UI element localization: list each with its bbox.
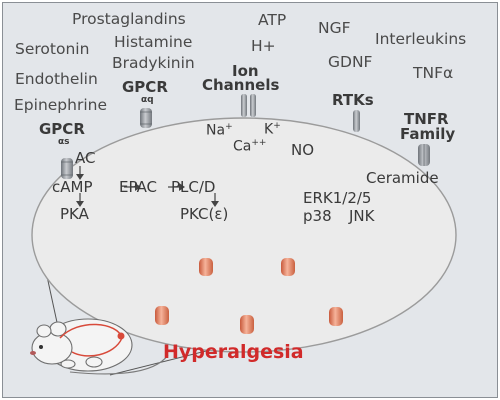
ngf-label: NGF xyxy=(318,19,351,37)
tnfr-label-line1: TNFR xyxy=(404,110,449,128)
ac-label: AC xyxy=(75,149,96,167)
ion-channels-label-line1: Ion xyxy=(232,62,259,80)
channel-mid-left xyxy=(199,258,213,276)
erk-label: ERK1/2/5 xyxy=(303,189,372,207)
channel-mid-right xyxy=(281,258,295,276)
pka-label: PKA xyxy=(60,205,89,223)
ceramide-label: Ceramide xyxy=(366,169,439,187)
p38-label: p38 xyxy=(303,207,332,225)
gdnf-label: GDNF xyxy=(328,53,373,71)
bradykinin-label: Bradykinin xyxy=(112,54,195,72)
ion-channel-receptor xyxy=(241,94,256,117)
nitric-oxide-label: NO xyxy=(291,141,315,159)
serotonin-label: Serotonin xyxy=(15,40,90,58)
plc-d-label: PLC/D xyxy=(171,178,216,196)
h-plus-label: H+ xyxy=(251,37,276,55)
sodium-ion-label: Na+ xyxy=(206,122,233,139)
tnfr-label-line2: Family xyxy=(400,125,456,143)
pkc-label: PKC(ε) xyxy=(180,205,229,223)
pathway-arrows xyxy=(76,166,219,207)
channel-bottom-left xyxy=(155,306,169,325)
tnfr-receptor xyxy=(418,144,430,166)
epac-label: EPAC xyxy=(119,178,158,196)
histamine-label: Histamine xyxy=(114,33,193,51)
gpcr-q-receptor xyxy=(140,108,152,128)
rtk-receptor xyxy=(353,110,360,132)
jnk-label: JNK xyxy=(349,207,375,225)
nerve-terminal xyxy=(117,332,125,340)
gpcr-s-subunit-label: αs xyxy=(58,137,70,147)
channel-bottom-mid xyxy=(240,315,254,334)
ion-channels-label-line2: Channels xyxy=(202,76,280,94)
cell-membrane xyxy=(31,117,457,353)
camp-label: cAMP xyxy=(52,178,93,196)
epinephrine-label: Epinephrine xyxy=(14,96,107,114)
interleukins-label: Interleukins xyxy=(375,30,467,48)
gpcr-q-subunit-label: αq xyxy=(141,95,154,105)
gpcr-q-label: GPCR xyxy=(122,78,168,96)
potassium-ion-label: K+ xyxy=(264,121,281,138)
calcium-ion-label: Ca++ xyxy=(233,138,267,155)
gpcr-s-label: GPCR xyxy=(39,120,85,138)
endothelin-label: Endothelin xyxy=(15,70,98,88)
channel-bottom-right xyxy=(329,307,343,326)
tnf-alpha-label: TNFα xyxy=(413,64,454,82)
atp-label: ATP xyxy=(258,11,287,29)
rtks-label: RTKs xyxy=(332,91,374,109)
gpcr-s-receptor xyxy=(61,158,73,179)
prostaglandins-label: Prostaglandins xyxy=(72,10,186,28)
hyperalgesia-label: Hyperalgesia xyxy=(163,341,304,363)
